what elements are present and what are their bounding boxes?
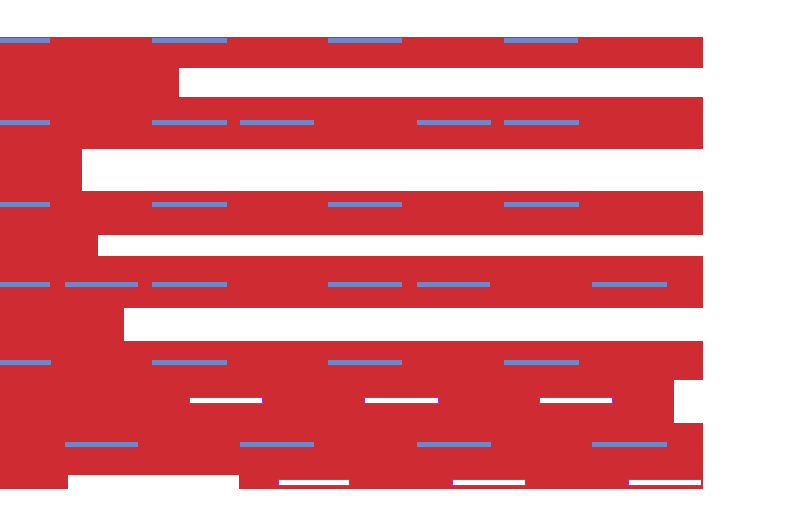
blue-highlight-dash: [328, 360, 402, 365]
blue-highlight-dash: [417, 120, 491, 125]
red-text-block: [0, 149, 82, 191]
blue-highlight-dash: [592, 282, 667, 287]
blue-highlight-dash: [417, 442, 491, 447]
blue-highlight-dash: [152, 120, 227, 125]
blue-highlight-dash: [592, 442, 667, 447]
background-notch: [68, 475, 239, 509]
red-text-block: [0, 191, 703, 235]
blue-highlight-dash: [240, 442, 314, 447]
magenta-outlined-dash: [364, 397, 439, 404]
blue-highlight-dash: [328, 202, 402, 207]
blue-highlight-dash: [240, 120, 314, 125]
blue-highlight-dash: [328, 282, 402, 287]
blue-highlight-dash: [0, 282, 50, 287]
blue-highlight-dash: [417, 282, 490, 287]
blue-highlight-dash: [152, 360, 227, 365]
blue-highlight-dash: [0, 120, 50, 125]
blue-highlight-dash: [504, 120, 579, 125]
background-notch: [674, 380, 703, 423]
blue-highlight-dash: [0, 38, 50, 43]
blue-highlight-dash: [328, 38, 402, 43]
magenta-outlined-dash: [628, 479, 702, 486]
magenta-outlined-dash: [452, 479, 526, 486]
blue-highlight-dash: [504, 202, 579, 207]
magenta-outlined-dash: [278, 479, 350, 486]
red-text-block: [0, 308, 124, 341]
red-text-block: [0, 341, 703, 489]
blue-highlight-dash: [504, 38, 578, 43]
blue-highlight-dash: [0, 202, 50, 207]
red-text-block: [0, 97, 703, 149]
blue-highlight-dash: [65, 282, 138, 287]
blue-highlight-dash: [152, 202, 227, 207]
red-text-block: [0, 68, 179, 97]
magenta-outlined-dash: [539, 397, 613, 404]
red-text-block: [0, 235, 98, 256]
blue-highlight-dash: [0, 360, 51, 365]
magenta-outlined-dash: [189, 397, 263, 404]
blue-highlight-dash: [65, 442, 138, 447]
blue-highlight-dash: [152, 38, 227, 43]
blue-highlight-dash: [152, 282, 227, 287]
blue-highlight-dash: [504, 360, 579, 365]
